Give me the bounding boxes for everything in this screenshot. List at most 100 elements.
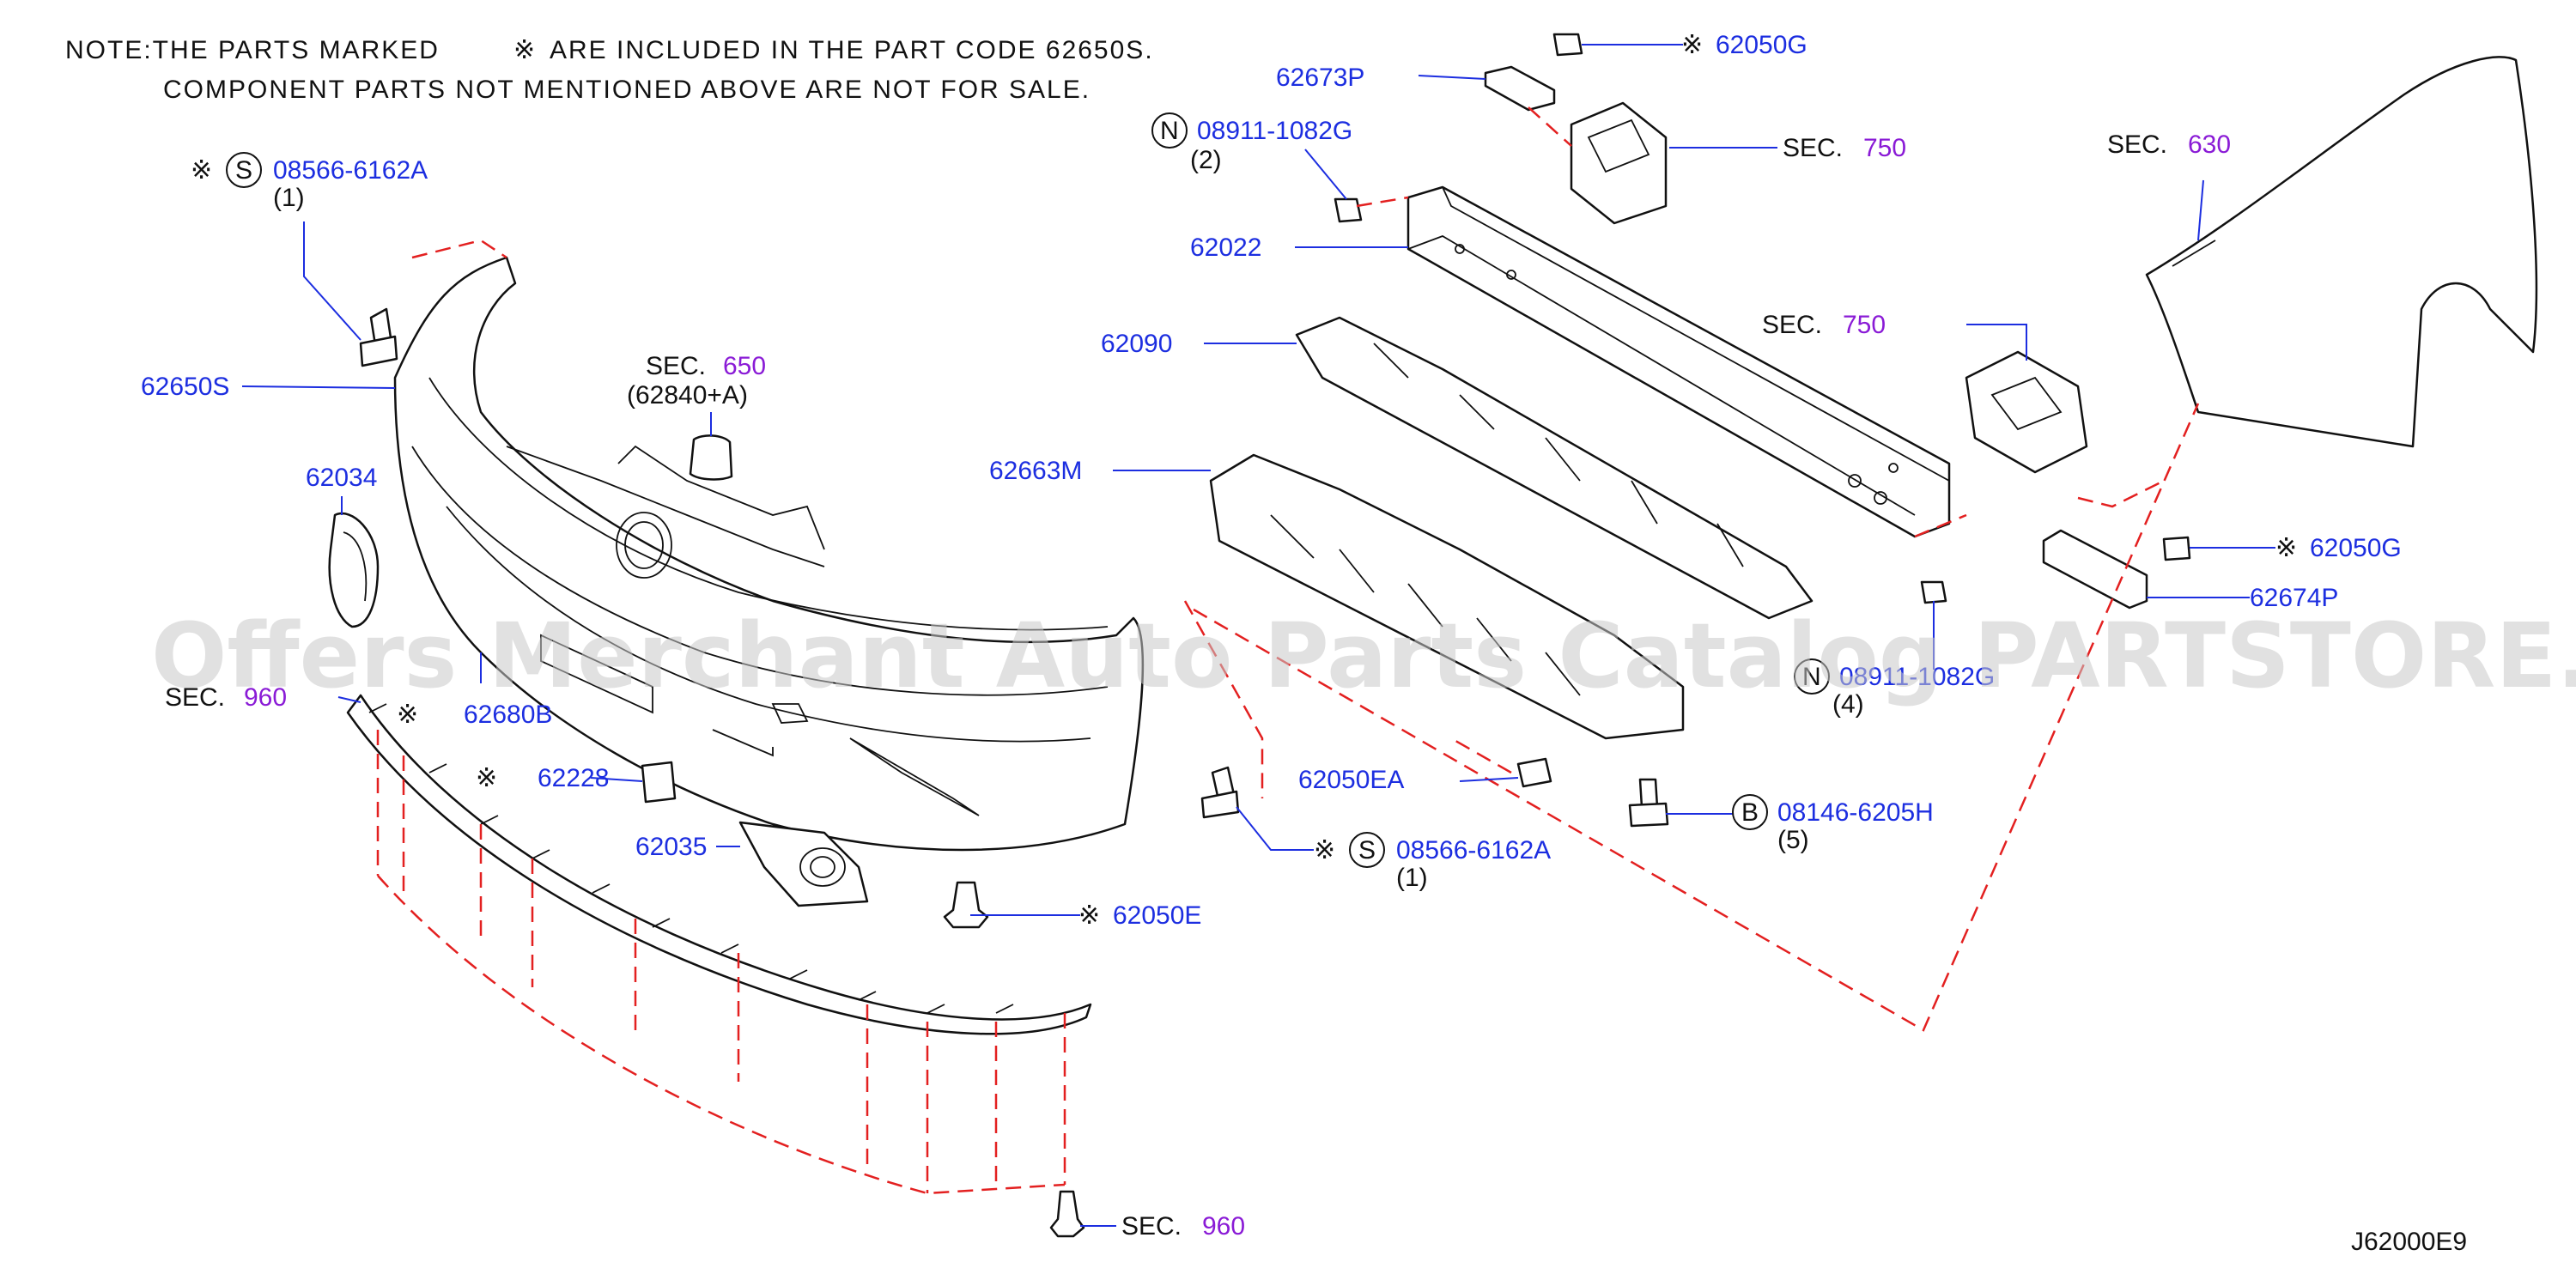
label-sec750-mid[interactable]: SEC. 750 bbox=[1762, 311, 1886, 339]
nut-08911-low-drawing bbox=[1920, 580, 1947, 604]
part-code: 62050E bbox=[1113, 901, 1201, 930]
part-code: 62022 bbox=[1190, 234, 1261, 262]
foglamp-cover-62035-drawing bbox=[738, 821, 869, 907]
kome-mark: ※ bbox=[397, 701, 418, 729]
label-sec630[interactable]: SEC. 630 bbox=[2107, 130, 2231, 159]
note-line-1b: ARE INCLUDED IN THE PART CODE 62650S. bbox=[550, 36, 1154, 64]
prefix-n: N bbox=[1802, 663, 1821, 691]
label-62050G-top[interactable]: ※ 62050G bbox=[1681, 31, 1807, 59]
clip-62050EA-drawing bbox=[1516, 757, 1552, 788]
note-block: NOTE:THE PARTS MARKED ※ ARE INCLUDED IN … bbox=[65, 36, 1154, 104]
label-62228[interactable]: ※ 62228 bbox=[476, 764, 609, 792]
label-62673P[interactable]: 62673P bbox=[1276, 64, 1364, 92]
part-code: 62034 bbox=[306, 464, 377, 492]
label-62090[interactable]: 62090 bbox=[1101, 330, 1172, 358]
clip-bottom-drawing bbox=[1049, 1190, 1085, 1238]
sec-label: SEC. bbox=[165, 683, 225, 712]
label-08566-top[interactable]: ※ S 08566-6162A (1) bbox=[191, 152, 428, 212]
label-62650S[interactable]: 62650S bbox=[141, 373, 229, 401]
label-62050G-right[interactable]: ※ 62050G bbox=[2275, 534, 2402, 562]
kome-mark: ※ bbox=[513, 36, 537, 64]
part-qty: (2) bbox=[1190, 146, 1222, 174]
bracket-sec750-top-drawing bbox=[1570, 101, 1668, 225]
clip-62050G-top-drawing bbox=[1552, 33, 1583, 57]
bumper-fascia-drawing bbox=[393, 256, 1145, 852]
label-62680B[interactable]: ※ 62680B bbox=[397, 701, 552, 729]
sec-number: 750 bbox=[1863, 134, 1906, 162]
label-sec650[interactable]: SEC. 650 (62840+A) bbox=[627, 352, 766, 410]
absorber-62090-drawing bbox=[1295, 316, 1814, 620]
kome-mark: ※ bbox=[1314, 836, 1335, 864]
circle-b-icon bbox=[1732, 794, 1768, 830]
fender-sec630-drawing bbox=[2145, 56, 2538, 448]
circle-s-icon bbox=[226, 152, 262, 188]
prefix-s: S bbox=[1358, 836, 1376, 864]
sec-label: SEC. bbox=[646, 352, 706, 380]
bracket-62034-drawing bbox=[328, 512, 380, 628]
part-code: 62050G bbox=[2310, 534, 2402, 562]
sec-number: 650 bbox=[723, 352, 766, 380]
bolt-08146-drawing bbox=[1628, 778, 1669, 828]
label-sec960-bottom[interactable]: SEC. 960 bbox=[1121, 1212, 1245, 1241]
kome-mark: ※ bbox=[1078, 901, 1100, 930]
bracket-62674P-drawing bbox=[2042, 529, 2148, 610]
sec-label: SEC. bbox=[2107, 130, 2167, 159]
part-qty: (5) bbox=[1777, 826, 1809, 854]
part-qty: (1) bbox=[273, 184, 305, 212]
part-code: 62680B bbox=[464, 701, 552, 729]
diagram-code: J62000E9 bbox=[2351, 1228, 2467, 1256]
label-sec750-top[interactable]: SEC. 750 bbox=[1783, 134, 1906, 162]
label-08146[interactable]: B 08146-6205H (5) bbox=[1732, 794, 1934, 854]
label-62050EA[interactable]: 62050EA bbox=[1298, 766, 1404, 794]
bolt-08566-left-drawing bbox=[359, 307, 398, 367]
label-08911-top[interactable]: N 08911-1082G (2) bbox=[1151, 112, 1352, 174]
sec-label: SEC. bbox=[1121, 1212, 1182, 1241]
part-code: 08566-6162A bbox=[273, 156, 428, 185]
kome-mark: ※ bbox=[476, 764, 497, 792]
circle-s-icon bbox=[1349, 832, 1385, 868]
part-code: 62673P bbox=[1276, 64, 1364, 92]
part-code: 62674P bbox=[2250, 584, 2338, 612]
absorber-62663M-drawing bbox=[1209, 453, 1685, 740]
kome-mark: ※ bbox=[2275, 534, 2297, 562]
prefix-n: N bbox=[1160, 117, 1179, 145]
label-62034[interactable]: 62034 bbox=[306, 464, 377, 492]
label-62035[interactable]: 62035 bbox=[635, 833, 707, 861]
part-code: 62228 bbox=[538, 764, 609, 792]
label-62022[interactable]: 62022 bbox=[1190, 234, 1261, 262]
note-line-1a: NOTE:THE PARTS MARKED bbox=[65, 36, 440, 64]
sec-label: SEC. bbox=[1762, 311, 1822, 339]
label-62050E[interactable]: ※ 62050E bbox=[1078, 901, 1201, 930]
part-code: 08911-1082G bbox=[1197, 117, 1352, 145]
sec-number: 750 bbox=[1843, 311, 1886, 339]
clip-62050G-right-drawing bbox=[2162, 536, 2191, 561]
part-qty: (4) bbox=[1832, 690, 1864, 719]
label-sec960-left[interactable]: SEC. 960 bbox=[165, 683, 287, 712]
sec650-piece-drawing bbox=[689, 434, 733, 481]
clip-62050E-drawing bbox=[943, 881, 989, 929]
bracket-62673P-drawing bbox=[1484, 65, 1556, 112]
circle-n-icon bbox=[1794, 658, 1830, 695]
sec-number: 630 bbox=[2188, 130, 2231, 159]
part-code: 62035 bbox=[635, 833, 707, 861]
label-62663M[interactable]: 62663M bbox=[989, 457, 1082, 485]
sec-number: 960 bbox=[244, 683, 287, 712]
label-62674P[interactable]: 62674P bbox=[2250, 584, 2338, 612]
part-code: 62050EA bbox=[1298, 766, 1404, 794]
part-code: 62050G bbox=[1716, 31, 1807, 59]
part-code: 08146-6205H bbox=[1777, 798, 1934, 827]
label-08566-low[interactable]: ※ S 08566-6162A (1) bbox=[1314, 832, 1551, 892]
label-08911-low[interactable]: N 08911-1082G (4) bbox=[1794, 658, 1995, 719]
sec-label: SEC. bbox=[1783, 134, 1843, 162]
bracket-sec750-mid-drawing bbox=[1965, 350, 2088, 474]
kome-mark: ※ bbox=[191, 156, 212, 185]
watermark-text: Offers Merchant Auto Parts Catalog PARTS… bbox=[151, 604, 2576, 708]
sec-number: 960 bbox=[1202, 1212, 1245, 1241]
tow-cap-62228-drawing bbox=[641, 761, 677, 804]
note-line-2: COMPONENT PARTS NOT MENTIONED ABOVE ARE … bbox=[163, 76, 1091, 104]
sec-sub: (62840+A) bbox=[627, 381, 748, 410]
part-qty: (1) bbox=[1396, 864, 1428, 892]
leader-lines bbox=[241, 44, 2275, 1227]
